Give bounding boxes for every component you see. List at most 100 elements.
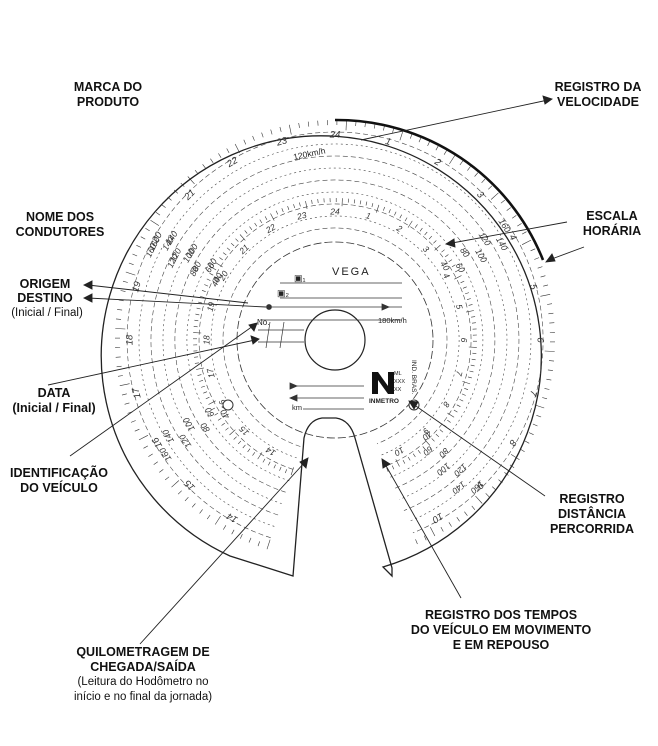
hour-tick [466, 298, 471, 300]
hour-tick [194, 362, 199, 364]
hour-tick [199, 380, 204, 382]
hour-tick [537, 266, 543, 269]
hour-tick [116, 365, 122, 368]
hour-tick [237, 440, 242, 445]
hour-tick [470, 364, 475, 367]
hour-tick [262, 458, 266, 463]
hour-tick [453, 409, 458, 413]
label-destino: DESTINO [17, 291, 73, 305]
hour-tick [509, 464, 515, 469]
hour-tick [117, 375, 123, 377]
hour-tick [266, 539, 271, 550]
hour-tick [311, 199, 313, 204]
hour-tick [402, 459, 406, 464]
hour-tick [242, 444, 246, 449]
hour-tick [506, 207, 511, 211]
label-origem-sub: (Inicial / Final) [11, 307, 83, 319]
hour-tick [125, 271, 136, 276]
hour-tick [430, 526, 436, 537]
hour-tick [201, 385, 205, 388]
hour-tick [279, 126, 282, 132]
hour-label: 24 [329, 206, 340, 216]
hour-tick [456, 404, 461, 407]
hour-tick [418, 137, 422, 143]
hour-label: 17 [205, 367, 217, 379]
hour-label: 7 [527, 389, 539, 398]
hour-tick [517, 223, 522, 227]
hour-tick [547, 303, 553, 305]
hour-tick [264, 216, 268, 221]
label-marca: MARCA DO PRODUTO [73, 80, 143, 109]
hour-tick [536, 415, 542, 418]
hour-tick [407, 456, 411, 461]
hour-tick [165, 476, 170, 481]
hour-label: 4 [506, 232, 518, 242]
hour-tick [371, 203, 374, 208]
hour-tick [180, 182, 185, 187]
hour-tick [150, 219, 160, 226]
dashed-ring [186, 191, 484, 482]
speed-label: 60 [203, 406, 217, 419]
hour-tick [209, 273, 214, 276]
hour-tick [419, 227, 423, 232]
dashed-ring [150, 155, 520, 516]
label-km-sub: (Leitura do Hodômetro no início e no fin… [73, 676, 213, 703]
hour-tick [199, 509, 203, 514]
hour-tick [395, 459, 400, 467]
hour-tick [435, 145, 439, 151]
hour-tick [530, 248, 536, 252]
inmetro-label: INMETRO [369, 398, 399, 405]
hour-tick [187, 176, 195, 185]
hour-tick [239, 234, 246, 241]
hour-tick [167, 196, 172, 201]
label-origem: ORIGEM [19, 277, 71, 291]
hour-tick [462, 381, 471, 385]
hour-tick [273, 464, 276, 469]
hour-tick [423, 535, 427, 541]
label-tempos: REGISTRO DOS TEMPOS DO VEÍCULO EM MOVIME… [410, 608, 592, 652]
hour-tick [128, 262, 134, 265]
hour-tick [194, 319, 199, 322]
hour-tick [471, 358, 476, 361]
hour-tick [275, 210, 279, 215]
hour-tick [532, 423, 538, 427]
inmetro-logo [372, 372, 394, 394]
hour-tick [196, 307, 201, 310]
hour-tick [290, 467, 294, 476]
hour-tick [198, 301, 203, 304]
hour-tick [254, 222, 258, 227]
hour-tick [414, 224, 418, 228]
hour-tick [459, 160, 464, 166]
hour-tick [230, 242, 235, 247]
inner-speed-unit: 180km/h [378, 316, 407, 325]
vehicle-no-label: No. [257, 318, 269, 327]
hour-tick [194, 170, 199, 175]
hour-tick [191, 503, 196, 508]
hour-tick [439, 429, 444, 433]
hour-tick [540, 275, 546, 278]
hour-tick [512, 215, 517, 219]
hour-tick [202, 164, 206, 169]
hour-tick [498, 479, 503, 484]
dashed-ring [126, 131, 544, 539]
hour-tick [155, 211, 161, 216]
hour-tick [287, 206, 290, 210]
hour-tick [244, 230, 248, 234]
hour-tick [195, 313, 200, 316]
hour-tick [223, 525, 227, 530]
hour-tick [218, 153, 222, 158]
hour-tick [524, 440, 530, 444]
hour-label: 24 [329, 130, 341, 141]
hour-tick [547, 369, 553, 371]
hour-tick [424, 231, 428, 236]
hour-tick [434, 244, 441, 251]
odometer-fields [288, 382, 364, 410]
hour-tick [121, 393, 127, 396]
speed-record-arc [334, 118, 545, 261]
hour-tick [298, 122, 300, 128]
brand-logo: VEGA [332, 266, 371, 278]
hour-tick [206, 278, 211, 281]
hour-label: 4 [441, 271, 452, 280]
hour-tick [249, 226, 253, 230]
